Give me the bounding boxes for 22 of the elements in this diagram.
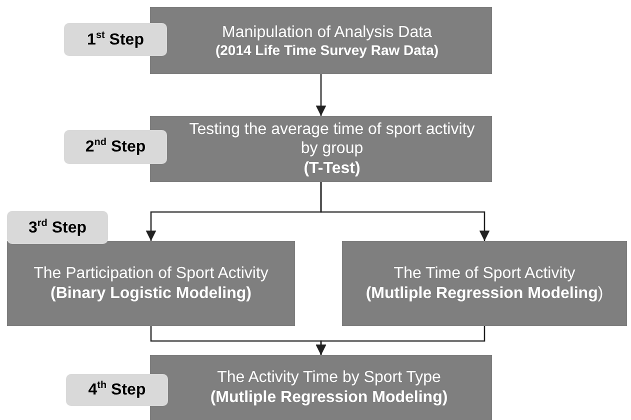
box-title: The Activity Time by Sport Type (217, 368, 441, 388)
box-title: Manipulation of Analysis Data (222, 22, 432, 42)
arrow (320, 182, 490, 241)
method-text: (Binary Logistic Modeling) (50, 284, 252, 303)
arrow (316, 74, 326, 116)
box-title: Testing the average time of sport activity by group (188, 120, 476, 159)
step-badge: 1$^{st}$ Step (64, 23, 167, 56)
method-text: (Mutliple Regression Modeling) (366, 284, 604, 303)
box-title: The Time of Sport Activity (394, 264, 576, 284)
arrow (316, 326, 486, 355)
step-badge: 2$^{nd}$ Step (64, 130, 167, 164)
process-box (7, 241, 295, 326)
step-badge: 3$^{rd}$ Step (7, 211, 108, 244)
process-box (150, 355, 492, 420)
method-text: (2014 Life Time Survey Raw Data) (215, 42, 439, 58)
method-text: (T-Test) (304, 158, 360, 178)
method-text: (Mutliple Regression Modeling) (210, 388, 448, 407)
step-badge: 4$^{th}$ Step (66, 374, 168, 406)
process-box (342, 241, 627, 326)
process-box (150, 116, 492, 182)
process-box (150, 7, 492, 74)
box-title: The Participation of Sport Activity (34, 264, 268, 284)
